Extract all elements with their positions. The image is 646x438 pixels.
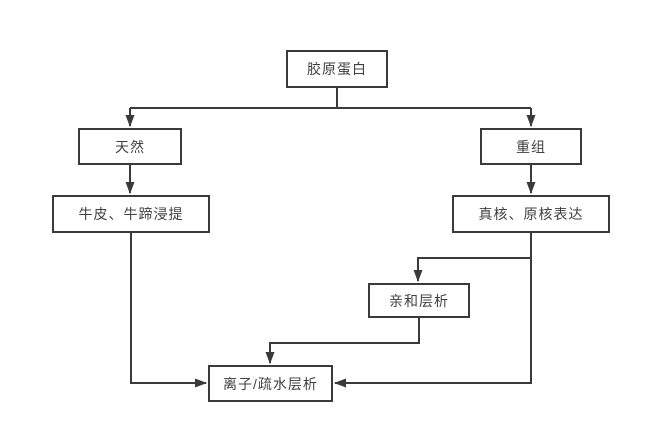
edge-expression-affinity <box>413 233 532 282</box>
node-ion-hydrophobic-chromatography-label: 离子/疏水层析 <box>223 375 318 392</box>
edge-cowhide-ion <box>130 233 207 388</box>
node-cowhide-extraction-label: 牛皮、牛蹄浸提 <box>78 206 184 222</box>
edge-expression-ion <box>334 258 532 388</box>
edge-affinity-ion <box>265 318 420 364</box>
node-recombinant: 重组 <box>480 128 582 165</box>
node-affinity-chromatography-label: 亲和层析 <box>389 292 449 309</box>
node-collagen: 胶原蛋白 <box>286 50 388 88</box>
node-recombinant-label: 重组 <box>516 138 546 155</box>
node-affinity-chromatography: 亲和层析 <box>368 283 470 318</box>
node-collagen-label: 胶原蛋白 <box>307 61 367 77</box>
node-cowhide-extraction: 牛皮、牛蹄浸提 <box>52 195 210 233</box>
node-natural-label: 天然 <box>115 138 145 155</box>
node-expression: 真核、原核表达 <box>452 195 610 233</box>
node-ion-hydrophobic-chromatography: 离子/疏水层析 <box>208 365 333 402</box>
node-natural: 天然 <box>78 128 182 165</box>
node-expression-label: 真核、原核表达 <box>478 206 584 222</box>
